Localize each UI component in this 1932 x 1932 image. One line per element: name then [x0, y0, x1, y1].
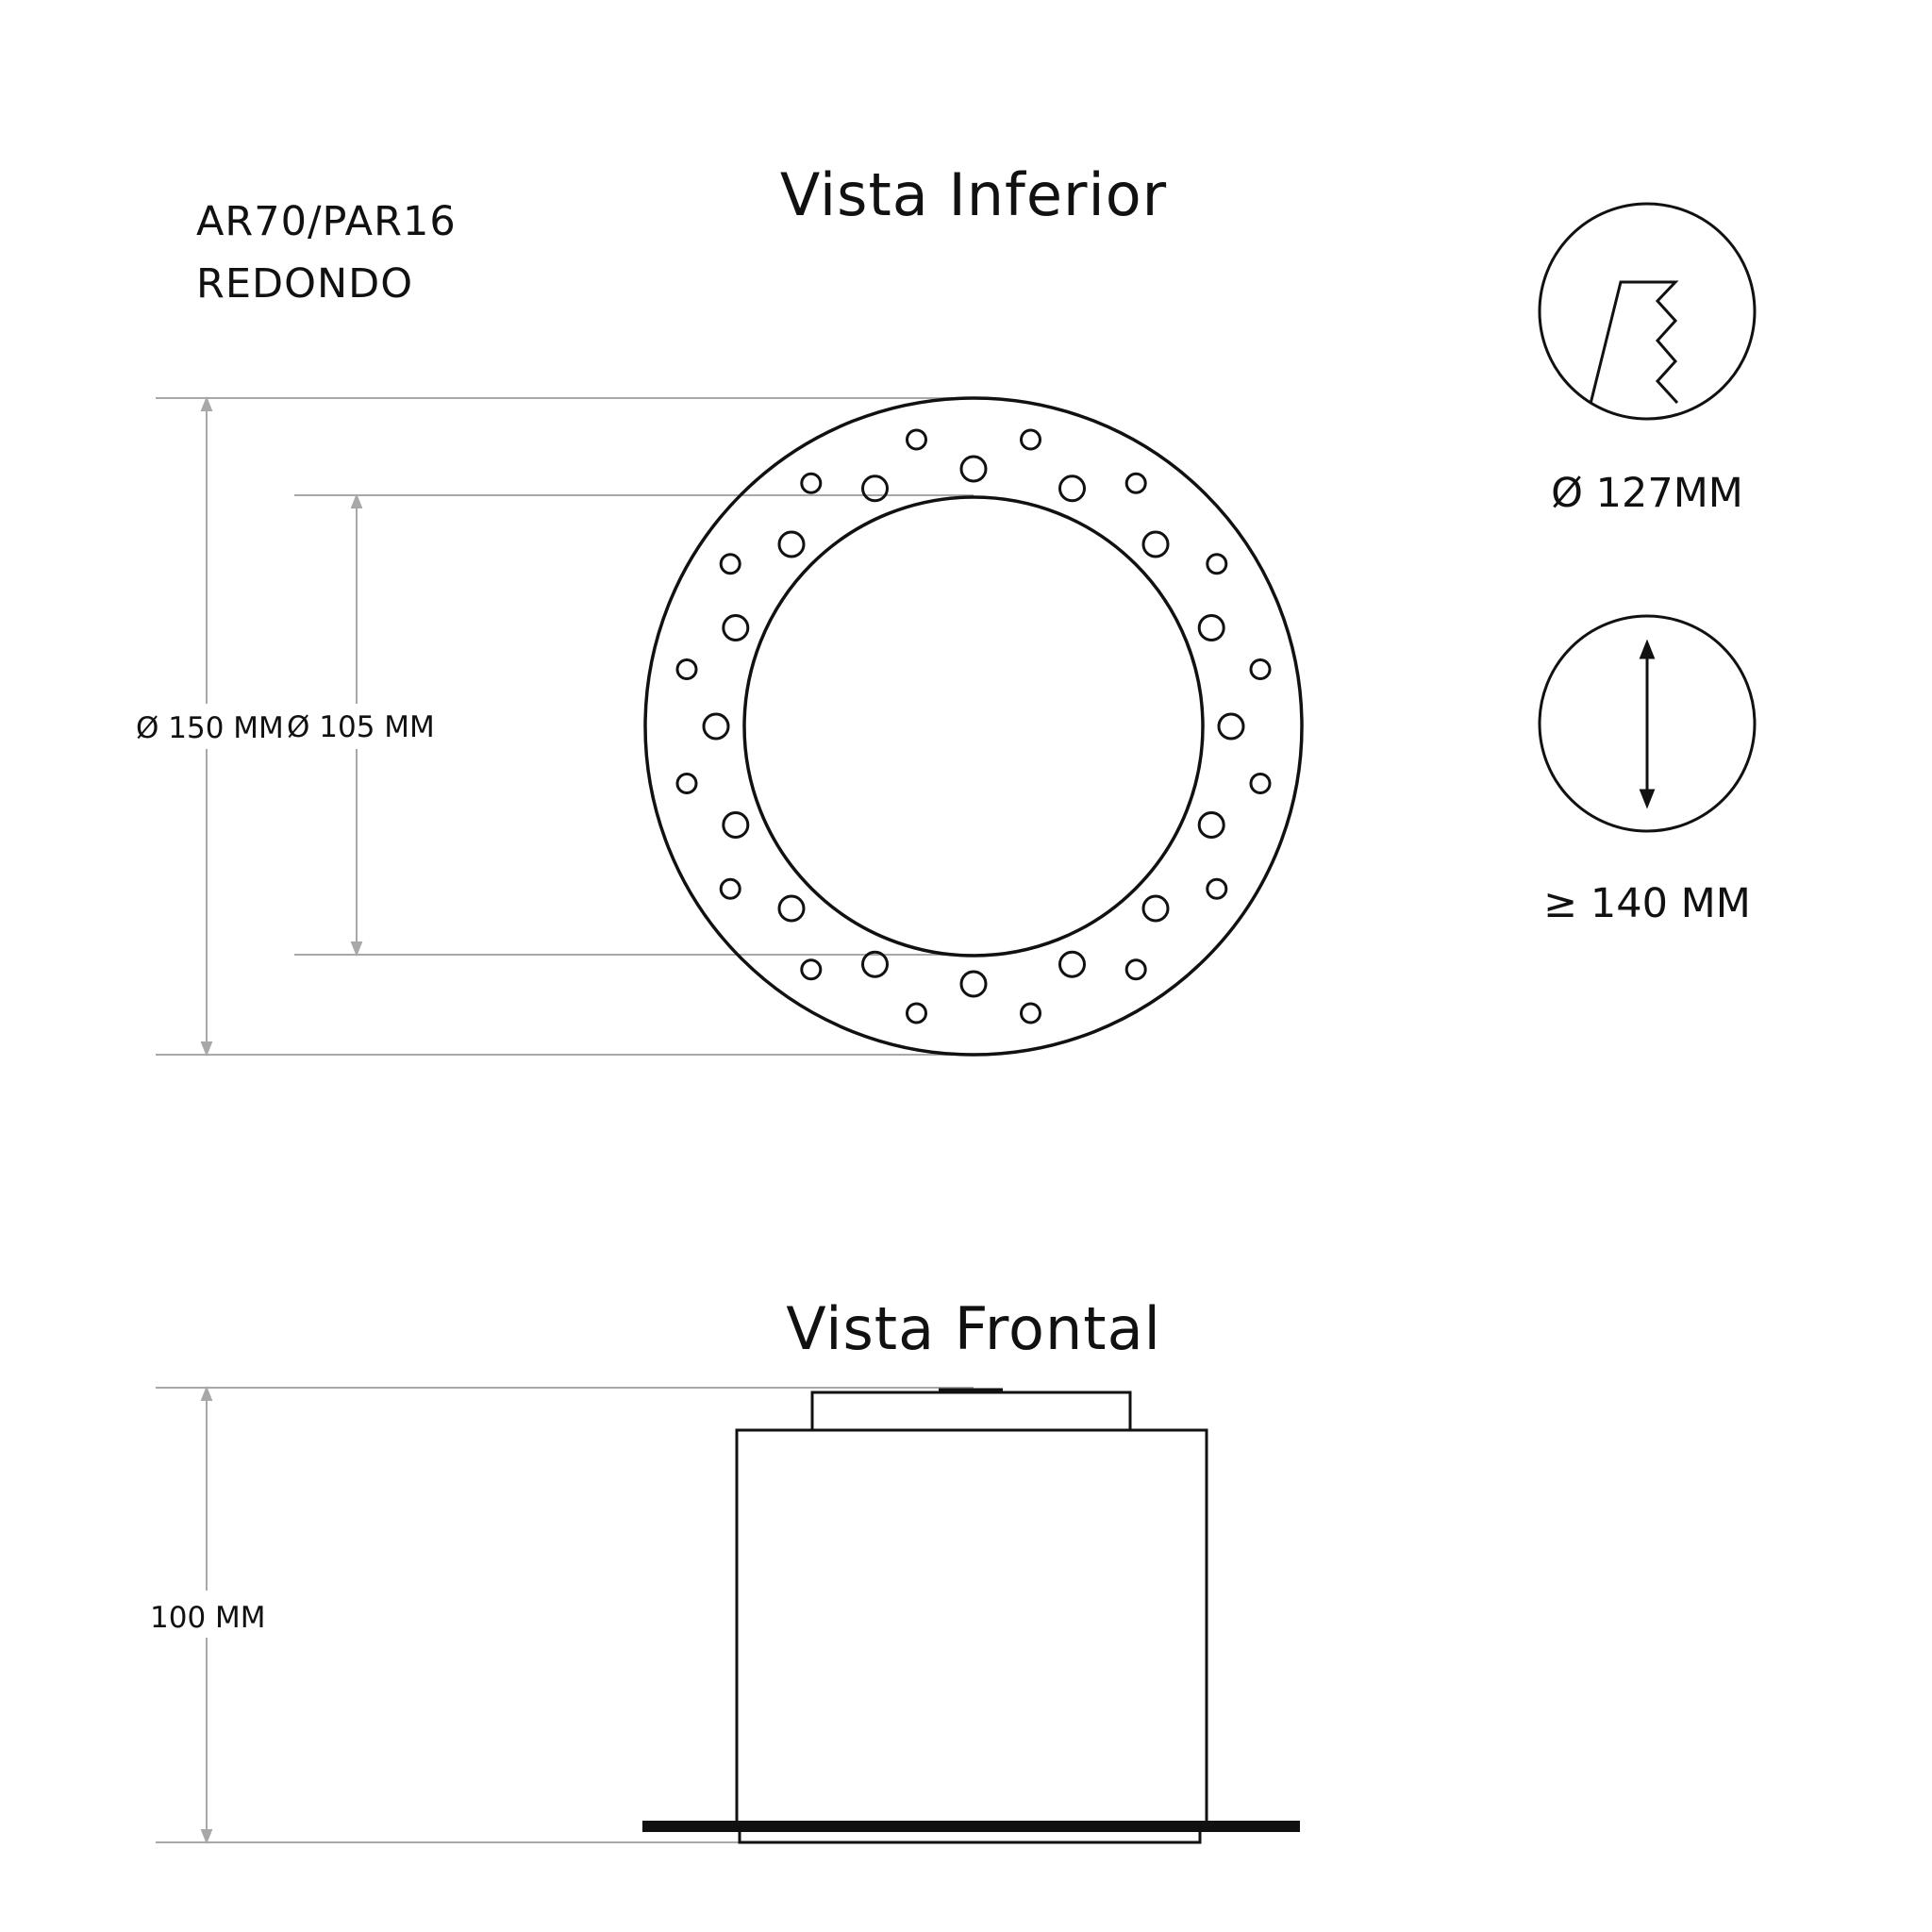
inner-opening [742, 495, 1205, 958]
ventilation-hole-small [719, 553, 741, 575]
bottom-view-title: Vista Inferior [779, 160, 1168, 229]
cutout-icon-circle [1538, 202, 1757, 421]
ventilation-hole-small [1020, 428, 1041, 451]
ventilation-hole-large [1141, 894, 1170, 923]
product-shape: REDONDO [196, 260, 414, 308]
ventilation-hole-small [719, 877, 741, 900]
ventilation-hole-small [1124, 472, 1147, 494]
ventilation-hole-small [800, 958, 823, 981]
ventilation-hole-small [675, 658, 698, 680]
ventilation-hole-small [906, 1002, 927, 1024]
ventilation-hole-large [1141, 530, 1170, 558]
ventilation-hole-small [1206, 877, 1228, 900]
ventilation-hole-small [800, 472, 823, 494]
ventilation-hole-large [777, 894, 806, 923]
ventilation-hole-large [1058, 475, 1086, 503]
ventilation-hole-small [675, 773, 698, 794]
ventilation-hole-large [722, 614, 750, 641]
product-model: AR70/PAR16 [196, 198, 457, 245]
ventilation-holes [675, 428, 1272, 1024]
ventilation-hole-small [1206, 553, 1228, 575]
front-view-title: Vista Frontal [786, 1294, 1161, 1363]
outer-diameter-label: Ø 150 MM [136, 711, 284, 745]
depth-icon-circle [1538, 614, 1757, 833]
ventilation-hole-small [906, 428, 927, 451]
ventilation-hole-small [1249, 658, 1272, 680]
ventilation-hole-large [777, 530, 806, 558]
recess-depth-label: ≥ 140 MM [1543, 880, 1751, 927]
ventilation-hole-large [722, 811, 750, 839]
cutout-diameter-label: Ø 127MM [1551, 470, 1743, 517]
ventilation-hole-small [1124, 958, 1147, 981]
outer-ring [643, 396, 1304, 1057]
driver-cap [810, 1391, 1132, 1432]
bottom-view-dimension-lines [156, 396, 974, 1057]
ventilation-hole-large [959, 455, 988, 483]
ventilation-hole-large [959, 970, 988, 998]
depth-arrow-icon [1538, 614, 1757, 833]
ventilation-hole-large [1058, 950, 1086, 978]
ventilation-hole-large [861, 475, 889, 503]
ventilation-hole-large [1217, 712, 1245, 741]
ventilation-hole-small [1249, 773, 1272, 794]
ventilation-hole-large [1197, 614, 1225, 641]
ventilation-hole-large [1197, 811, 1225, 839]
front-view-dimension-lines [156, 1386, 974, 1844]
ceiling-cutout-icon [1538, 202, 1757, 421]
housing-body [735, 1428, 1208, 1828]
ventilation-hole-large [861, 950, 889, 978]
cutout-saw-mark [1589, 280, 1679, 405]
ventilation-hole-large [702, 712, 730, 741]
fixture-bottom-view [643, 396, 1304, 1057]
height-label: 100 MM [150, 1601, 266, 1635]
inner-diameter-label: Ø 105 MM [287, 710, 435, 744]
ventilation-hole-small [1020, 1002, 1041, 1024]
fixture-front-view [642, 1388, 1300, 1844]
